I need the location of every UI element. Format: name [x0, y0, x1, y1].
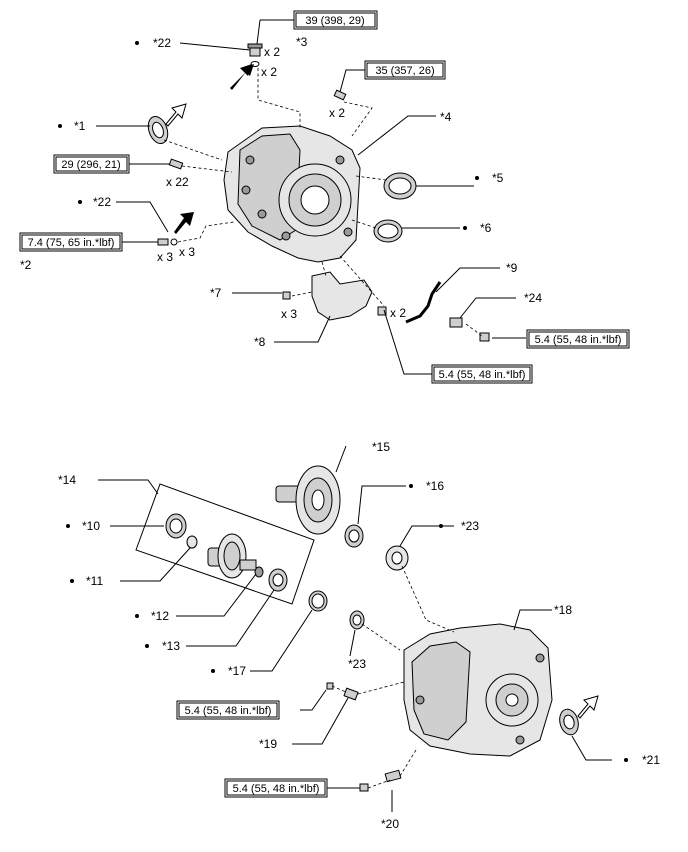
bearing-part-13 [268, 568, 288, 592]
qty-label: x 2 [390, 306, 406, 320]
callout-15: *15 [372, 440, 390, 454]
leader-lines [96, 42, 612, 812]
torque-spec-35: 35 (357, 26) [364, 60, 446, 80]
oil-deflector-part [311, 271, 373, 321]
torque-spec-39: 39 (398, 29) [293, 10, 378, 30]
callout-20: *20 [381, 817, 399, 831]
qty-label: x 3 [179, 245, 195, 259]
callout-24: *24 [524, 291, 542, 305]
callout-23-lower: *23 [348, 657, 366, 671]
callout-13: *13 [162, 639, 180, 653]
callout-22-top: *22 [153, 36, 171, 50]
callout-4: *4 [440, 110, 452, 124]
callout-16: *16 [426, 479, 444, 493]
torque-spec-7-4: 7.4 (75, 65 in.*lbf) [19, 232, 123, 252]
callout-22-left: *22 [93, 195, 111, 209]
driven-gear-part-15 [275, 465, 341, 535]
callout-19: *19 [259, 737, 277, 751]
hollow-arrow-icon-lower [577, 695, 599, 719]
qty-label: x 3 [281, 307, 297, 321]
torque-text: 5.4 (55, 48 in.*lbf) [535, 334, 622, 346]
bearing-part-16 [344, 524, 364, 548]
torque-text: 5.4 (55, 48 in.*lbf) [185, 705, 272, 717]
callout-23-upper: *23 [461, 519, 479, 533]
callout-2: *2 [20, 258, 32, 272]
quantity-labels: x 2 x 2 x 2 x 22 x 3 x 3 x 3 x 2 [157, 45, 406, 321]
torque-text: 29 (296, 21) [61, 159, 120, 171]
callout-5: *5 [492, 171, 504, 185]
torque-text: 5.4 (55, 48 in.*lbf) [439, 369, 526, 381]
oil-seal-part-6 [373, 219, 403, 243]
bolt-group-upper [157, 89, 490, 342]
arrow-icon-left [174, 212, 194, 234]
torque-text: 39 (398, 29) [305, 15, 364, 27]
transaxle-case [223, 125, 361, 263]
oil-seal-part-5 [383, 172, 417, 200]
callout-7: *7 [210, 286, 222, 300]
callout-21: *21 [642, 753, 660, 767]
qty-label: x 3 [157, 250, 173, 264]
torque-spec-5-4-bolt-20: 5.4 (55, 48 in.*lbf) [224, 778, 328, 798]
bolt-group-lower [326, 682, 402, 792]
qty-label: x 2 [329, 106, 345, 120]
shim-part-23-lower [349, 610, 365, 630]
callout-8: *8 [254, 335, 266, 349]
torque-spec-5-4-deflector: 5.4 (55, 48 in.*lbf) [431, 364, 533, 384]
hollow-arrow-icon [165, 103, 187, 127]
callout-3: *3 [296, 35, 308, 49]
callout-1: *1 [74, 119, 86, 133]
subassembly-frame [135, 483, 315, 605]
qty-label: x 22 [166, 175, 189, 189]
callout-labels: *22 *3 *1 *4 *5 *6 *22 *2 *7 *8 *9 *24 *… [20, 35, 660, 831]
transaxle-housing [403, 623, 553, 757]
torque-text: 35 (357, 26) [375, 65, 434, 77]
qty-label: x 2 [264, 45, 280, 59]
spacer-part-11 [186, 535, 198, 549]
torque-spec-5-4-bolt-19: 5.4 (55, 48 in.*lbf) [176, 700, 280, 720]
shim-part-23-upper [385, 545, 409, 571]
callout-11: *11 [86, 574, 103, 588]
callout-18: *18 [554, 603, 572, 617]
guide-lines [163, 68, 483, 789]
outer-race-part-17 [308, 590, 328, 612]
washer-part-12 [254, 566, 264, 578]
oil-pipe-part [405, 281, 442, 324]
callout-10: *10 [82, 519, 100, 533]
callout-14: *14 [58, 473, 76, 487]
torque-text: 7.4 (75, 65 in.*lbf) [28, 237, 115, 249]
counter-gear-part [207, 533, 257, 579]
callout-9: *9 [506, 261, 518, 275]
torque-spec-5-4-pipe: 5.4 (55, 48 in.*lbf) [526, 329, 630, 349]
callout-12: *12 [151, 609, 169, 623]
oil-seal-part-1 [147, 115, 169, 145]
torque-spec-29: 29 (296, 21) [53, 154, 130, 174]
callout-6: *6 [480, 221, 492, 235]
oil-seal-part-21 [559, 708, 579, 736]
torque-text: 5.4 (55, 48 in.*lbf) [233, 783, 320, 795]
callout-17: *17 [228, 664, 246, 678]
drain-plug-part [247, 43, 263, 67]
bearing-part-10 [165, 513, 187, 539]
qty-label: x 2 [261, 65, 277, 79]
